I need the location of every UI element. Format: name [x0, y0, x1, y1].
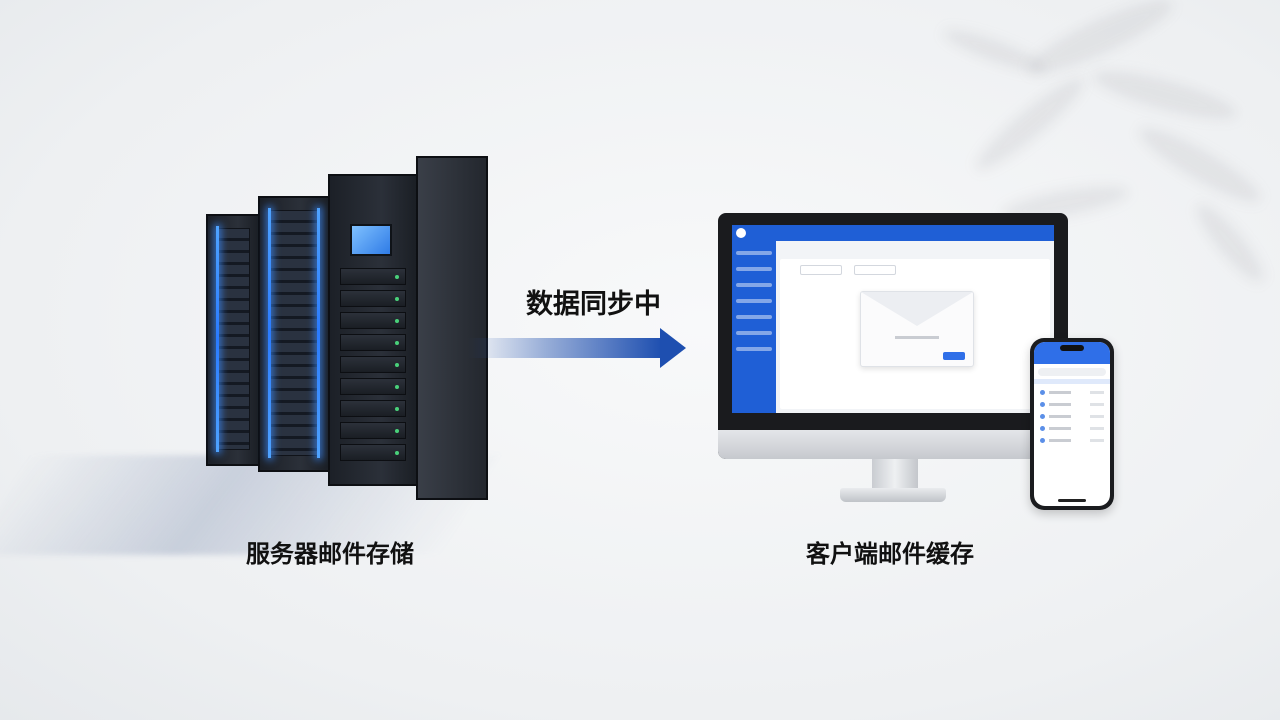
server-unit — [340, 334, 406, 351]
sidebar-item — [736, 347, 772, 351]
server-unit — [340, 268, 406, 285]
phone-list-item — [1040, 402, 1104, 408]
sidebar-item — [736, 315, 772, 319]
phone-list-item — [1040, 390, 1104, 396]
rack-side-panel — [416, 156, 488, 500]
sidebar-item — [736, 331, 772, 335]
sidebar-item — [736, 267, 772, 271]
server-unit — [340, 378, 406, 395]
server-unit — [340, 290, 406, 307]
phone-list-item — [1040, 438, 1104, 444]
monitor-stand-base — [840, 488, 946, 502]
phone-notch — [1060, 345, 1084, 351]
envelope-flap — [861, 292, 973, 326]
server-unit — [340, 312, 406, 329]
client-caption: 客户端邮件缓存 — [806, 540, 974, 568]
envelope-button — [943, 352, 965, 360]
phone-app-header — [1034, 342, 1110, 364]
monitor-stand-neck — [872, 459, 918, 491]
led-strip — [317, 208, 320, 458]
server-unit — [340, 356, 406, 373]
phone-list-header — [1034, 379, 1110, 384]
server-rack-icon — [328, 174, 418, 486]
led-strip — [268, 208, 271, 458]
sidebar-item — [736, 299, 772, 303]
rack-door — [216, 228, 250, 450]
mail-app-header — [732, 225, 1054, 241]
filter-select — [854, 265, 896, 275]
envelope-text — [895, 336, 939, 339]
server-caption: 服务器邮件存储 — [246, 540, 414, 568]
rack-door — [268, 210, 320, 456]
sidebar-item — [736, 283, 772, 287]
phone-list-item — [1040, 414, 1104, 420]
server-unit — [340, 422, 406, 439]
phone-home-indicator — [1058, 499, 1086, 502]
monitor-screen — [732, 225, 1054, 413]
rack-display-screen — [350, 224, 392, 256]
mail-logo-icon — [736, 228, 746, 238]
server-rack-icon — [258, 196, 330, 472]
arrow-head — [660, 328, 686, 368]
mail-app-content — [780, 259, 1050, 409]
mail-app-sidebar — [732, 241, 776, 413]
led-strip — [216, 226, 219, 452]
phone-screen — [1034, 342, 1110, 506]
server-unit — [340, 400, 406, 417]
phone-search-bar — [1038, 368, 1106, 376]
monitor-chin — [718, 430, 1068, 459]
envelope-icon — [860, 291, 974, 367]
phone-list-item — [1040, 426, 1104, 432]
sync-label: 数据同步中 — [526, 289, 661, 320]
arrow-body — [468, 338, 662, 358]
sidebar-item — [736, 251, 772, 255]
filter-select — [800, 265, 842, 275]
server-rack-icon — [206, 214, 260, 466]
server-unit — [340, 444, 406, 461]
